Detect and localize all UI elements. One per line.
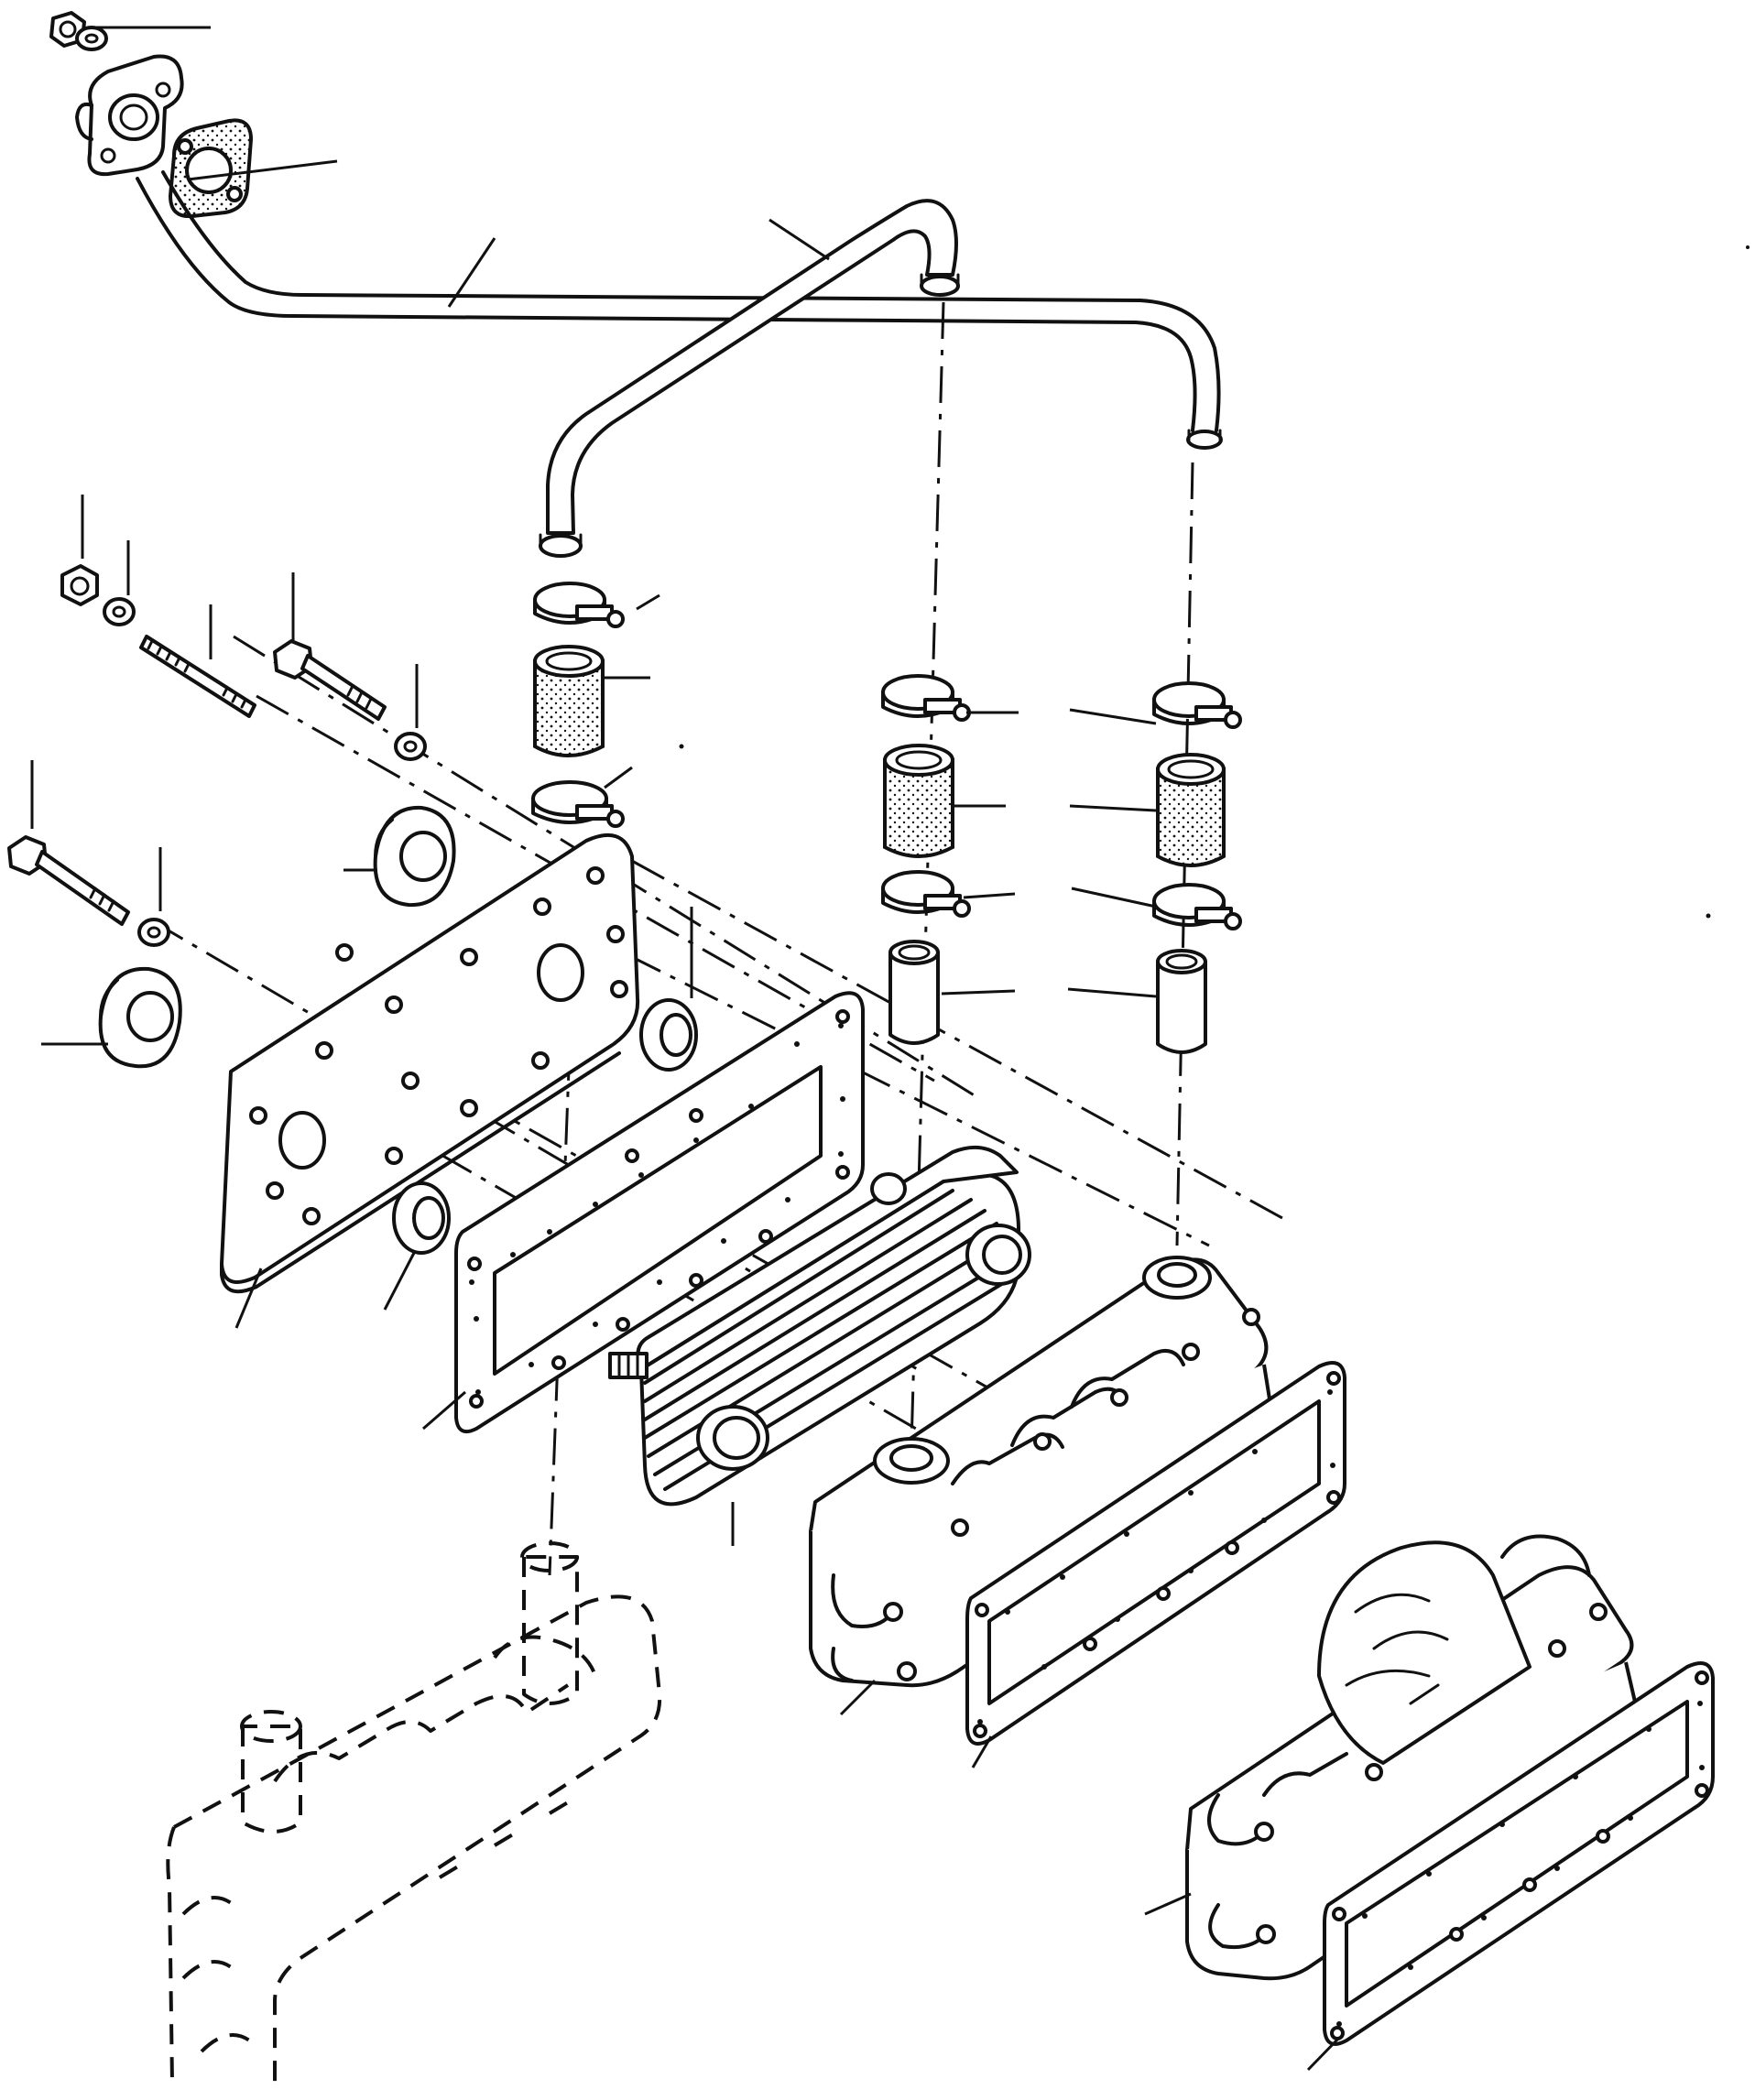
stud	[139, 635, 256, 718]
lock-washer-3	[137, 918, 170, 947]
hose-clamp-upper-left	[533, 582, 625, 628]
middle-hose-stack	[881, 674, 971, 1045]
flange-group	[49, 11, 254, 219]
rear-housing-dome	[1317, 1540, 1532, 1765]
gasket-holes	[467, 1009, 850, 1409]
housing-chambers	[831, 1349, 1185, 1682]
leader-lines	[30, 26, 1341, 2072]
hose-clamp-right-2	[1152, 883, 1242, 930]
hose-clamp-mid-1	[881, 674, 971, 722]
spacer-upper	[373, 805, 456, 908]
flange	[75, 54, 184, 177]
hose-clamp-lower-left	[531, 780, 625, 828]
cover-bolt-holes	[249, 866, 628, 1225]
tube-connector-mid	[888, 940, 940, 1045]
oil-tube-long	[136, 170, 1223, 450]
oil-cooler-element	[608, 1145, 1031, 1507]
cooler-nipple	[608, 1352, 649, 1379]
housing-gasket	[965, 1361, 1346, 1746]
oil-tube-bent	[539, 199, 960, 558]
housing-port-right	[1142, 1256, 1212, 1300]
hose-mid	[883, 744, 954, 858]
cooler-end-cap-right	[965, 1224, 1031, 1286]
tube-connector-right	[1156, 949, 1207, 1054]
hose-clamp-mid-2	[881, 870, 971, 918]
spacer-lower	[98, 966, 182, 1069]
hose-right	[1156, 753, 1226, 867]
rear-gasket-speckle	[1336, 1701, 1705, 2027]
housing-gasket-holes	[973, 1371, 1341, 1738]
plate-gasket	[454, 991, 865, 1433]
lock-washer-1	[103, 597, 136, 626]
rear-gasket	[1323, 1661, 1715, 2046]
stray-marks	[679, 245, 1750, 919]
rear-gasket-holes	[1330, 1670, 1709, 2040]
cooler-back-stud	[870, 1172, 907, 1205]
top-washer	[75, 26, 108, 51]
right-hose-stack	[1152, 681, 1242, 1054]
housing-port-left	[873, 1437, 950, 1485]
housing-bolt-holes	[883, 1308, 1260, 1681]
gasket-speckle	[469, 1023, 845, 1395]
hose-clamp-right-1	[1152, 681, 1242, 729]
cover-plate	[220, 832, 640, 1294]
left-hose-stack	[531, 582, 625, 828]
oring-lower	[392, 1181, 451, 1255]
hose-upper-left	[533, 645, 605, 757]
fasteners	[7, 564, 456, 1069]
engine-block-ghost	[166, 1541, 662, 2084]
flange-gasket	[168, 118, 254, 219]
cooler-end-cap-left	[696, 1405, 769, 1471]
lock-washer-2	[394, 732, 427, 761]
housing-gasket-speckle	[977, 1389, 1335, 1725]
oring-upper	[639, 998, 698, 1072]
bolt-lower	[7, 835, 130, 926]
rear-housing-bolt-holes	[1254, 1603, 1608, 1944]
rear-housing-chambers	[1207, 1534, 1591, 1950]
hex-nut	[60, 564, 99, 606]
bolt-upper	[273, 639, 387, 721]
